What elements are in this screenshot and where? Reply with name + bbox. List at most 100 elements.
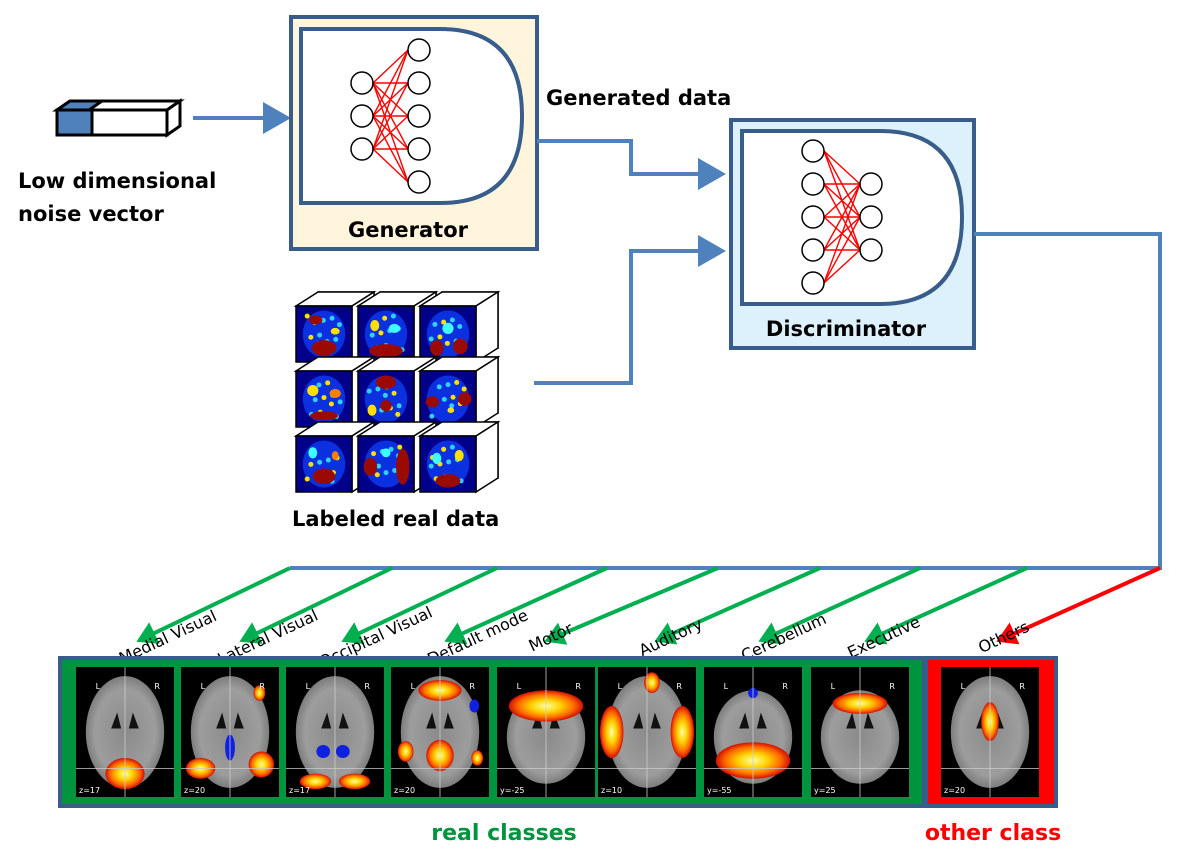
activation-spot	[374, 472, 380, 478]
slice-coordinate: z=20	[184, 786, 205, 795]
activation-blob	[442, 322, 454, 334]
network-edge	[823, 183, 861, 284]
orientation-left: L	[306, 682, 311, 691]
activation-blob	[425, 396, 440, 408]
activation-spot	[312, 397, 318, 403]
activation-spot	[444, 340, 450, 346]
activation-spot	[429, 413, 435, 419]
class-arrow-cerebellum	[758, 566, 921, 645]
activation-spot	[428, 336, 434, 342]
activation-blob	[311, 340, 337, 356]
activation-blob	[367, 404, 377, 416]
orientation-left: L	[96, 682, 101, 691]
activation-spot	[325, 457, 331, 463]
ventricles	[321, 712, 349, 729]
slice-coordinate: y=-25	[500, 786, 525, 795]
activation-blob	[363, 457, 378, 476]
class-label-motor: Motor	[526, 618, 576, 655]
slice-coordinate: z=20	[944, 786, 965, 795]
ventricles	[739, 712, 767, 729]
activation-spot	[392, 467, 398, 473]
neuron-node	[801, 205, 825, 229]
orientation-left: L	[201, 682, 206, 691]
activation-blob	[453, 338, 468, 355]
activation-spot	[390, 313, 396, 319]
activation-spot	[304, 313, 310, 319]
activation-spot	[371, 451, 377, 457]
activation-spot	[445, 382, 451, 388]
activation-blob	[331, 451, 339, 461]
activation-spot	[328, 401, 334, 407]
activation-spot	[378, 330, 384, 336]
activation-spot	[461, 386, 467, 392]
network-edge	[823, 150, 861, 185]
orientation-right: R	[575, 682, 581, 691]
neuron-node	[859, 238, 883, 262]
class-arrow-occipital-visual	[341, 566, 498, 644]
generator-title: Generator	[348, 218, 469, 242]
activation-blob	[308, 315, 323, 325]
network-edge	[372, 49, 409, 84]
activation-spot	[317, 459, 323, 465]
class-arrow-others	[996, 566, 1161, 645]
neuron-node	[407, 137, 431, 161]
real-data-label: Labeled real data	[292, 507, 499, 531]
neuron-node	[407, 71, 431, 95]
neuron-node	[801, 139, 825, 163]
slice-coordinate: z=17	[79, 786, 100, 795]
activation-spot	[308, 461, 314, 467]
activation-blob	[308, 447, 318, 459]
orientation-right: R	[469, 682, 475, 691]
neuron-node	[350, 137, 374, 161]
labeled-real-data-cube	[293, 290, 501, 494]
network-edge	[372, 82, 409, 150]
generator-network	[350, 38, 431, 194]
class-arrow-motor	[544, 566, 719, 645]
activation-spot	[441, 446, 447, 452]
activation-spot	[308, 334, 314, 340]
activation-spot	[369, 332, 375, 338]
activation-spot	[436, 384, 442, 390]
orientation-right: R	[259, 682, 265, 691]
activation-spot	[325, 380, 331, 386]
activation-blob	[388, 323, 400, 333]
activation-blob	[454, 450, 464, 462]
activation-blob	[253, 685, 266, 701]
activation-blob	[248, 751, 275, 778]
real-classes-label: real classes	[431, 821, 576, 846]
generated-data-arrow	[537, 139, 726, 190]
activation-spot	[428, 463, 434, 469]
orientation-right: R	[154, 682, 160, 691]
orientation-left: L	[831, 682, 836, 691]
activation-spot	[397, 444, 403, 450]
class-label-auditory: Auditory	[636, 614, 705, 660]
network-edge	[372, 115, 409, 150]
noise-label-line1: Low dimensional	[18, 169, 216, 193]
activation-spot	[449, 403, 455, 409]
network-edge	[372, 49, 409, 117]
activation-spot	[321, 395, 327, 401]
noise-vector-icon	[52, 98, 185, 138]
ventricles	[846, 712, 874, 729]
activation-spot	[449, 317, 455, 323]
network-edge	[823, 249, 861, 284]
slice-coordinate: y=-55	[707, 786, 732, 795]
activation-spot	[316, 382, 322, 388]
activation-spot	[304, 476, 310, 482]
activation-blob	[432, 452, 442, 464]
neuron-node	[859, 172, 883, 196]
activation-spot	[382, 315, 388, 321]
activation-blob	[458, 392, 472, 406]
activation-spot	[383, 470, 389, 476]
activation-spot	[366, 388, 372, 394]
activation-spot	[454, 380, 460, 386]
neuron-node	[350, 71, 374, 95]
neuron-node	[407, 170, 431, 194]
deactivation-blob	[335, 745, 350, 758]
orientation-left: L	[411, 682, 416, 691]
